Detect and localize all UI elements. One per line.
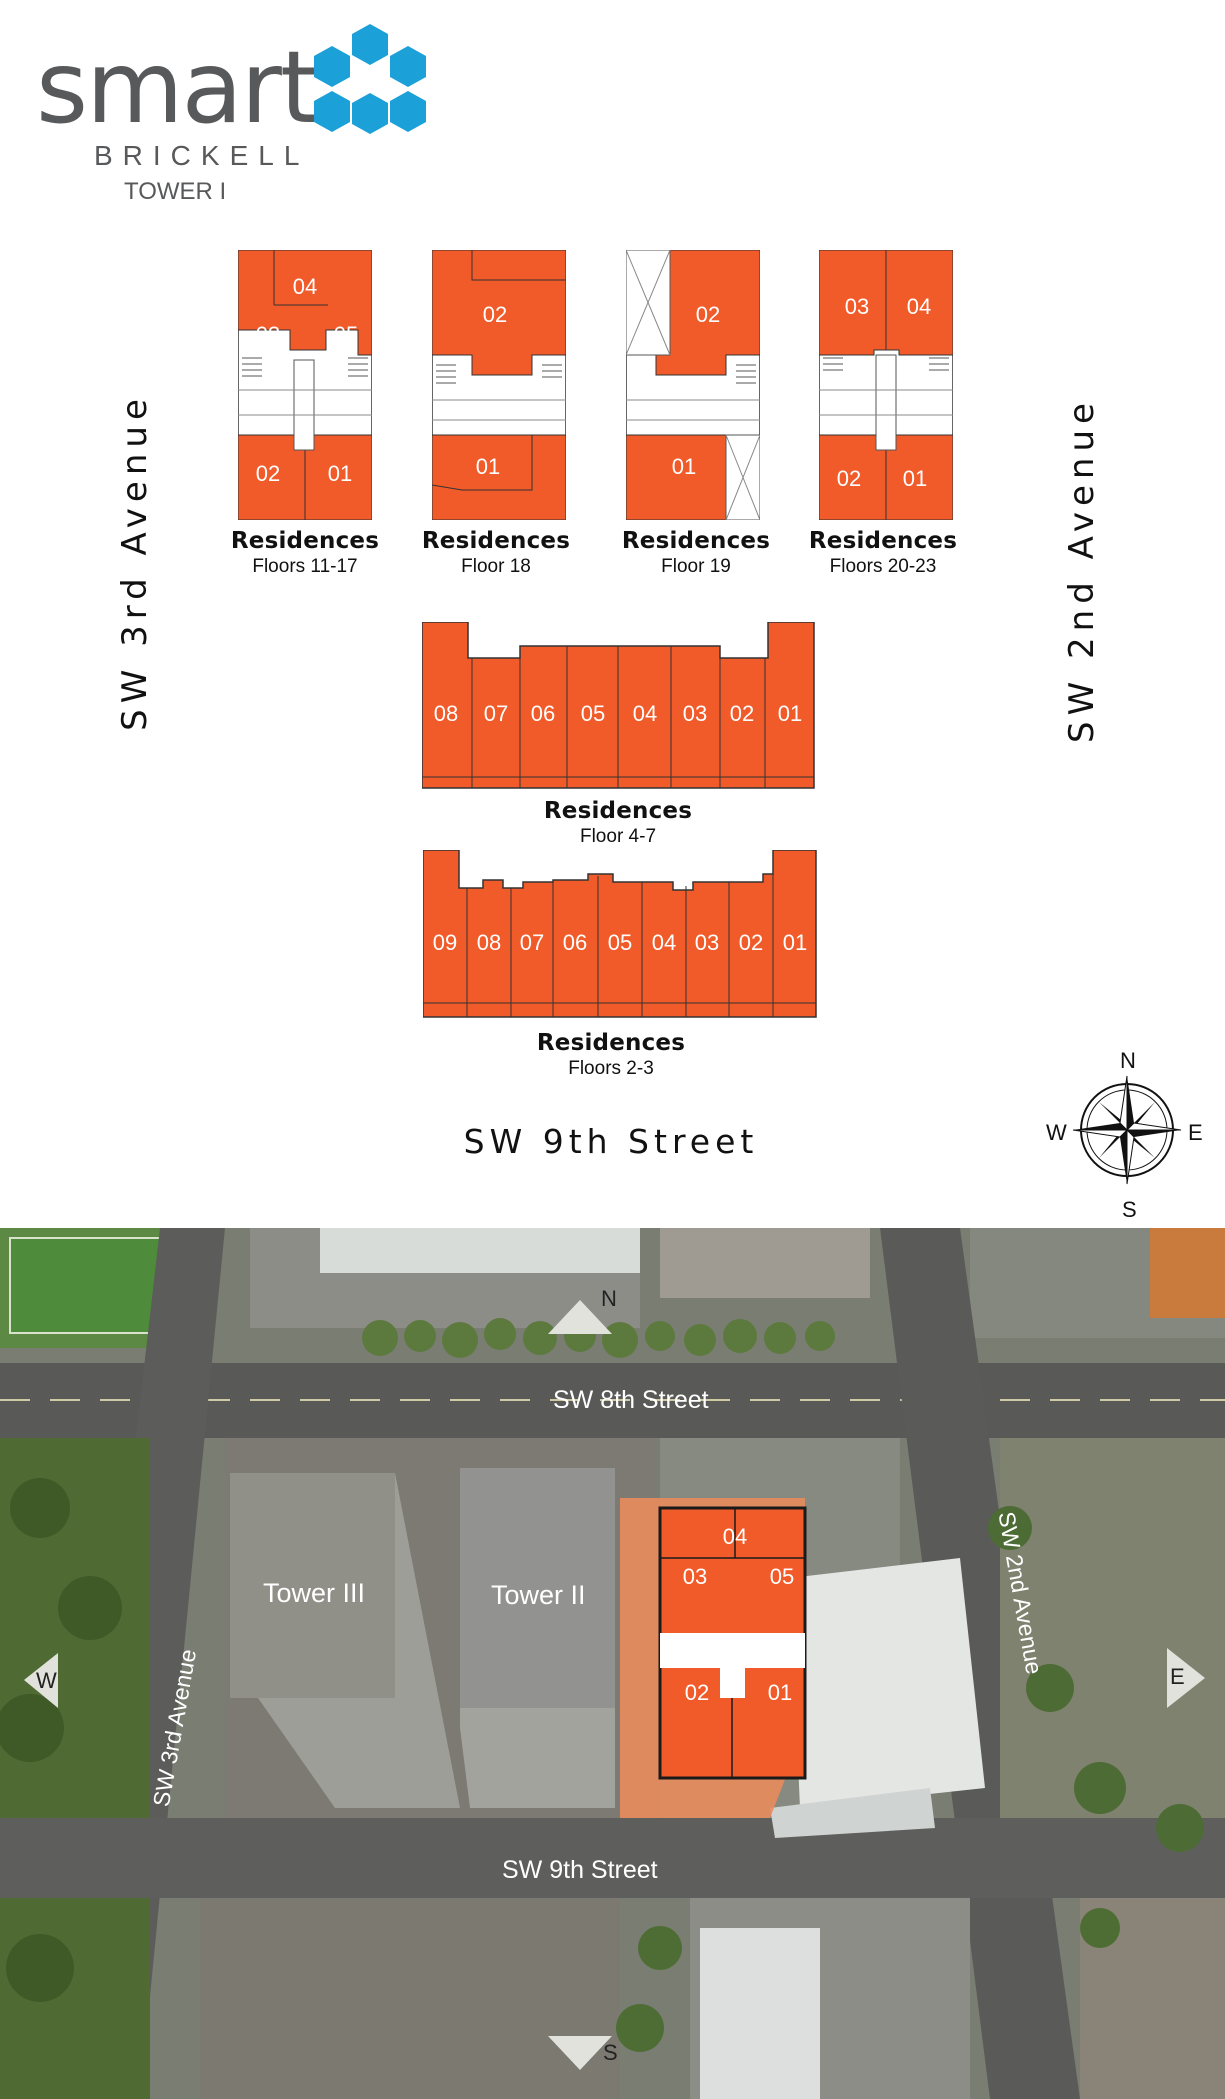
floorplan-floor-18: 02 01: [432, 250, 566, 520]
brand-logo: smart BRICKELL TOWER I: [36, 20, 426, 210]
unit-label: 02: [483, 302, 507, 327]
unit-label: 04: [907, 294, 931, 319]
aerial-tower-ii-label: Tower II: [491, 1580, 586, 1610]
unit-label: 06: [531, 701, 555, 726]
plan-title: Residences: [536, 1030, 686, 1056]
street-label-west: SW 3rd Avenue: [115, 393, 155, 731]
plan-title: Residences: [808, 528, 958, 554]
unit-label: 02: [696, 302, 720, 327]
compass-rose: N S E W: [1040, 1045, 1215, 1225]
floorplan-floors-2-3: 09 08 07 06 05 04 03 02 01: [423, 850, 817, 1018]
plan-label-floor-18: Residences Floor 18: [422, 528, 570, 578]
plan-floors: Floors 11-17: [252, 556, 358, 577]
compass-south-label: S: [1122, 1197, 1137, 1222]
plan-label-floor-19: Residences Floor 19: [622, 528, 770, 578]
aerial-marker-s: S: [603, 2040, 618, 2065]
street-label-south: SW 9th Street: [463, 1122, 759, 1161]
unit-label: 02: [730, 701, 754, 726]
aerial-marker-e: E: [1170, 1664, 1185, 1689]
plan-label-floors-11-17: Residences Floors 11-17: [231, 528, 379, 578]
aerial-unit-label: 04: [723, 1524, 747, 1549]
plan-floors: Floor 4-7: [579, 826, 657, 847]
unit-label: 03: [845, 294, 869, 319]
unit-label: 01: [783, 930, 807, 955]
unit-label: 07: [484, 701, 508, 726]
plan-title: Residences: [621, 528, 771, 554]
plan-label-floor-4-7: Residences Floor 4-7: [544, 798, 692, 848]
unit-label: 07: [520, 930, 544, 955]
compass-west-label: W: [1046, 1120, 1067, 1145]
compass-rose-icon: [1072, 1075, 1182, 1185]
unit-label: 02: [256, 461, 280, 486]
unit-label: 03: [256, 322, 280, 347]
compass-north-label: N: [1120, 1048, 1136, 1073]
hexagon-cluster-icon: [314, 24, 426, 134]
brand-subtitle: BRICKELL: [94, 140, 310, 171]
plan-floors: Floors 2-3: [568, 1058, 654, 1079]
plan-floors: Floor 18: [461, 556, 531, 577]
unit-label: 09: [433, 930, 457, 955]
unit-label: 04: [633, 701, 657, 726]
aerial-tower-iii-label: Tower III: [263, 1578, 366, 1608]
plan-label-floors-20-23: Residences Floors 20-23: [809, 528, 957, 578]
brand-name: smart: [36, 29, 319, 146]
unit-label: 04: [293, 274, 317, 299]
aerial-unit-label: 03: [683, 1564, 707, 1589]
aerial-street-sw-9th: SW 9th Street: [502, 1856, 658, 1884]
unit-label: 01: [778, 701, 802, 726]
aerial-street-sw-8th: SW 8th Street: [553, 1386, 709, 1414]
aerial-map-graphic: 04 03 05 02 01: [0, 1228, 1225, 2099]
unit-label: 05: [334, 322, 358, 347]
aerial-marker-n: N: [601, 1286, 617, 1311]
aerial-map: 04 03 05 02 01 N S W E SW 8th Street SW …: [0, 1228, 1225, 2099]
unit-label: 01: [672, 454, 696, 479]
tower-label: TOWER I: [124, 178, 227, 205]
aerial-marker-w: W: [36, 1668, 57, 1693]
unit-label: 08: [477, 930, 501, 955]
plan-floors: Floor 19: [661, 556, 731, 577]
aerial-unit-label: 01: [768, 1680, 792, 1705]
unit-label: 03: [683, 701, 707, 726]
unit-label: 08: [434, 701, 458, 726]
floorplan-floors-11-17: 04 03 05 02 01: [238, 250, 372, 520]
unit-label: 03: [695, 930, 719, 955]
floorplan-floor-19: 02 01: [626, 250, 760, 520]
plan-title: Residences: [421, 528, 571, 554]
street-label-east: SW 2nd Avenue: [1062, 397, 1102, 743]
unit-label: 02: [739, 930, 763, 955]
unit-label: 04: [652, 930, 676, 955]
unit-label: 01: [476, 454, 500, 479]
plan-label-floors-2-3: Residences Floors 2-3: [537, 1030, 685, 1080]
unit-label: 01: [328, 461, 352, 486]
plan-title: Residences: [230, 528, 380, 554]
unit-label: 01: [903, 466, 927, 491]
compass-east-label: E: [1188, 1120, 1203, 1145]
unit-label: 06: [563, 930, 587, 955]
aerial-unit-label: 05: [770, 1564, 794, 1589]
unit-label: 05: [608, 930, 632, 955]
unit-label: 02: [837, 466, 861, 491]
unit-label: 05: [581, 701, 605, 726]
aerial-unit-label: 02: [685, 1680, 709, 1705]
plan-floors: Floors 20-23: [829, 556, 937, 577]
floorplan-floors-20-23: 03 04 02 01: [819, 250, 953, 520]
plan-title: Residences: [543, 798, 693, 824]
floorplan-floor-4-7: 08 07 06 05 04 03 02 01: [422, 622, 815, 789]
